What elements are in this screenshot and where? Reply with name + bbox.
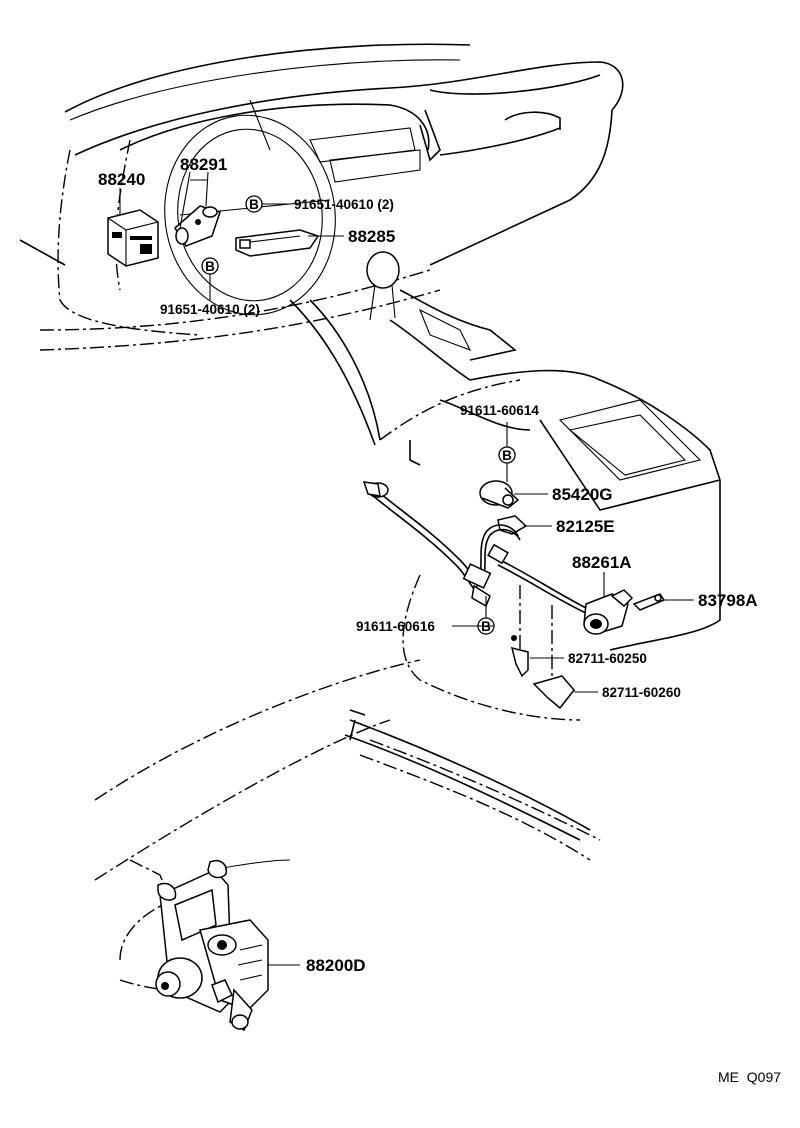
part-88240-module <box>107 209 159 267</box>
label-88291: 88291 <box>180 155 227 174</box>
label-88240: 88240 <box>98 170 145 189</box>
label-83798A: 83798A <box>698 591 758 610</box>
label-91651-lower: 91651-40610 (2) <box>160 302 260 317</box>
part-88261A-actuator <box>583 589 634 635</box>
bolt-b-text-85420g: B <box>502 448 512 463</box>
label-85420G: 85420G <box>552 485 613 504</box>
leader-lines <box>119 171 694 966</box>
label-82711-60250: 82711-60250 <box>568 651 647 666</box>
diagram-code: ME Q097 <box>718 1069 781 1085</box>
label-88200D: 88200D <box>306 956 366 975</box>
label-88285: 88285 <box>348 227 395 246</box>
part-85420G <box>479 480 520 509</box>
label-82711-60260: 82711-60260 <box>602 685 681 700</box>
part-labels: 88240 88291 91651-40610 (2) 88285 91651-… <box>98 155 758 975</box>
dashboard-outline <box>19 43 721 993</box>
label-82125E: 82125E <box>556 517 615 536</box>
label-91611-60614: 91611-60614 <box>460 403 539 418</box>
part-88200D-assembly <box>155 860 269 1032</box>
bolt-b-text-upper: B <box>249 197 259 212</box>
part-88291-switch <box>174 205 221 247</box>
part-82711-brackets <box>510 585 575 710</box>
label-91611-60616: 91611-60616 <box>356 619 435 634</box>
part-88285-sensor <box>235 229 320 257</box>
label-88261A: 88261A <box>572 553 632 572</box>
label-91651-upper: 91651-40610 (2) <box>294 197 394 212</box>
part-83798A-clip <box>632 593 666 611</box>
bolt-b-text-lower: B <box>205 259 215 274</box>
